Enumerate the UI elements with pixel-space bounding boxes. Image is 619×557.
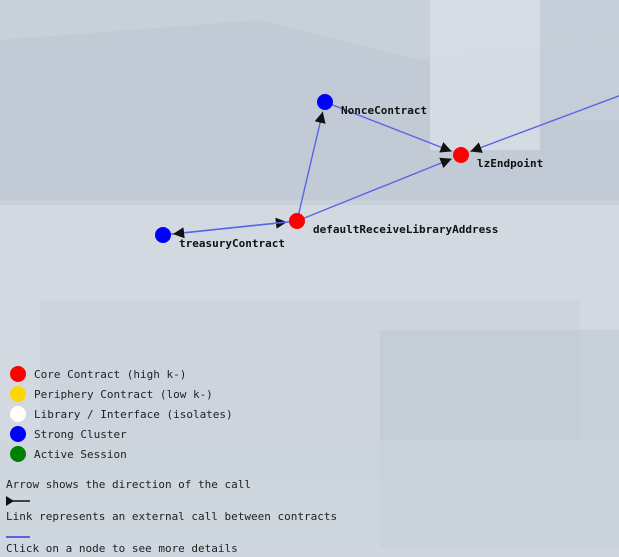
call-edge: [470, 95, 619, 153]
legend-item-core: Core Contract (high k-): [10, 364, 233, 384]
legend-label: Strong Cluster: [34, 427, 127, 441]
legend-label: Periphery Contract (low k-): [34, 387, 213, 401]
active-session-dot: [10, 446, 26, 462]
legend-label: Core Contract (high k-): [34, 367, 187, 381]
legend-label: Active Session: [34, 447, 127, 461]
node-lzEndpoint[interactable]: lzEndpoint: [453, 147, 543, 170]
node-label: lzEndpoint: [477, 157, 543, 170]
node-NonceContract[interactable]: NonceContract: [317, 94, 427, 117]
click-note: Click on a node to see more details: [6, 542, 238, 555]
library-interface-dot: [10, 406, 26, 422]
node-circle[interactable]: [289, 213, 305, 229]
node-defaultReceiveLibraryAddress[interactable]: defaultReceiveLibraryAddress: [289, 213, 498, 236]
node-label: treasuryContract: [179, 237, 285, 250]
node-circle[interactable]: [155, 227, 171, 243]
call-edge: [296, 157, 452, 222]
call-edge: [324, 101, 452, 153]
node-label: defaultReceiveLibraryAddress: [313, 223, 498, 236]
node-circle[interactable]: [317, 94, 333, 110]
help-notes: Arrow shows the direction of the call Li…: [6, 477, 337, 557]
legend-item-cluster: Strong Cluster: [10, 424, 233, 444]
link-line-icon: [6, 536, 30, 538]
node-circle[interactable]: [453, 147, 469, 163]
legend-label: Library / Interface (isolates): [34, 407, 233, 421]
legend-item-library: Library / Interface (isolates): [10, 404, 233, 424]
call-edge: [296, 111, 326, 222]
legend: Core Contract (high k-) Periphery Contra…: [10, 364, 233, 464]
arrow-icon: [6, 496, 30, 506]
node-treasuryContract[interactable]: treasuryContract: [155, 227, 285, 250]
strong-cluster-dot: [10, 426, 26, 442]
link-note: Link represents an external call between…: [6, 510, 338, 523]
node-label: NonceContract: [341, 104, 427, 117]
arrow-note: Arrow shows the direction of the call: [6, 478, 252, 491]
call-edge: [172, 220, 298, 239]
core-contract-dot: [10, 366, 26, 382]
legend-item-periphery: Periphery Contract (low k-): [10, 384, 233, 404]
legend-item-session: Active Session: [10, 444, 233, 464]
periphery-contract-dot: [10, 386, 26, 402]
